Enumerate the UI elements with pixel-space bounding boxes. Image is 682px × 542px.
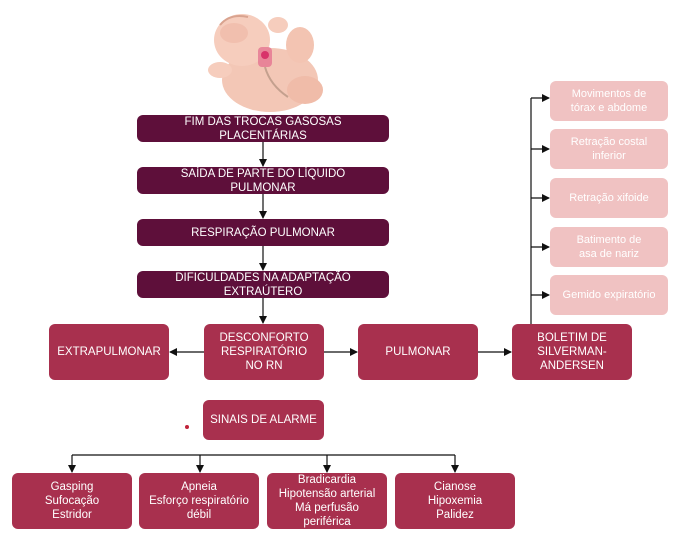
flow-step-pulmonary-respiration: RESPIRAÇÃO PULMONAR [137,219,389,246]
silverman-criterion-label: Retração costal inferior [570,136,648,162]
respiratory-distress-box: DESCONFORTO RESPIRATÓRIO NO RN [204,324,324,380]
red-dot [185,425,189,429]
flow-step-label: FIM DAS TROCAS GASOSAS PLACENTÁRIAS [184,115,342,142]
silverman-criterion-label: Gemido expiratório [562,289,656,301]
silverman-criterion-label: Retração xifoide [569,192,649,204]
alarm-signs-title: SINAIS DE ALARME [210,414,317,426]
newborn-baby-illustration [208,14,323,112]
flow-step-lung-fluid-exit: SAÍDA DE PARTE DO LÍQUIDO PULMONAR [137,167,389,194]
alarm-item-label: Cianose Hipoxemia Palidez [427,481,483,521]
alarm-item: Cianose Hipoxemia Palidez [395,473,515,529]
respiratory-distress-label: DESCONFORTO RESPIRATÓRIO NO RN [219,332,309,372]
silverman-criterion-label: Batimento de asa de nariz [576,234,642,260]
silverman-criterion: Retração xifoide [550,178,668,218]
alarm-item-label: Gasping Sufocação Estridor [44,481,100,521]
flow-step-end-of-placental-gas-exchange: FIM DAS TROCAS GASOSAS PLACENTÁRIAS [137,115,389,142]
extrapulmonar-box: EXTRAPULMONAR [49,324,169,380]
alarm-item: Gasping Sufocação Estridor [12,473,132,529]
silverman-criterion: Retração costal inferior [550,129,668,169]
flow-step-label: SAÍDA DE PARTE DO LÍQUIDO PULMONAR [180,167,346,194]
flow-step-label: RESPIRAÇÃO PULMONAR [191,226,335,239]
alarm-item-label: Apneia Esforço respiratório débil [149,481,249,521]
pulmonar-box: PULMONAR [358,324,478,380]
silverman-criterion: Gemido expiratório [550,275,668,315]
silverman-criterion: Batimento de asa de nariz [550,227,668,267]
silverman-criterion-label: Movimentos de tórax e abdome [570,88,648,114]
silverman-andersen-box: BOLETIM DE SILVERMAN- ANDERSEN [512,324,632,380]
alarm-signs-box: SINAIS DE ALARME [203,400,324,440]
extrapulmonar-label: EXTRAPULMONAR [57,346,161,358]
alarm-item: Apneia Esforço respiratório débil [139,473,259,529]
pulmonar-label: PULMONAR [385,346,451,358]
alarm-item-label: Bradicardia Hipotensão arterial Má perfu… [278,474,376,528]
flow-step-adaptation-difficulties: DIFICULDADES NA ADAPTAÇÃO EXTRAÚTERO [137,271,389,298]
silverman-criterion: Movimentos de tórax e abdome [550,81,668,121]
alarm-item: Bradicardia Hipotensão arterial Má perfu… [267,473,387,529]
flow-step-label: DIFICULDADES NA ADAPTAÇÃO EXTRAÚTERO [175,271,351,298]
silverman-andersen-label: BOLETIM DE SILVERMAN- ANDERSEN [537,332,607,372]
